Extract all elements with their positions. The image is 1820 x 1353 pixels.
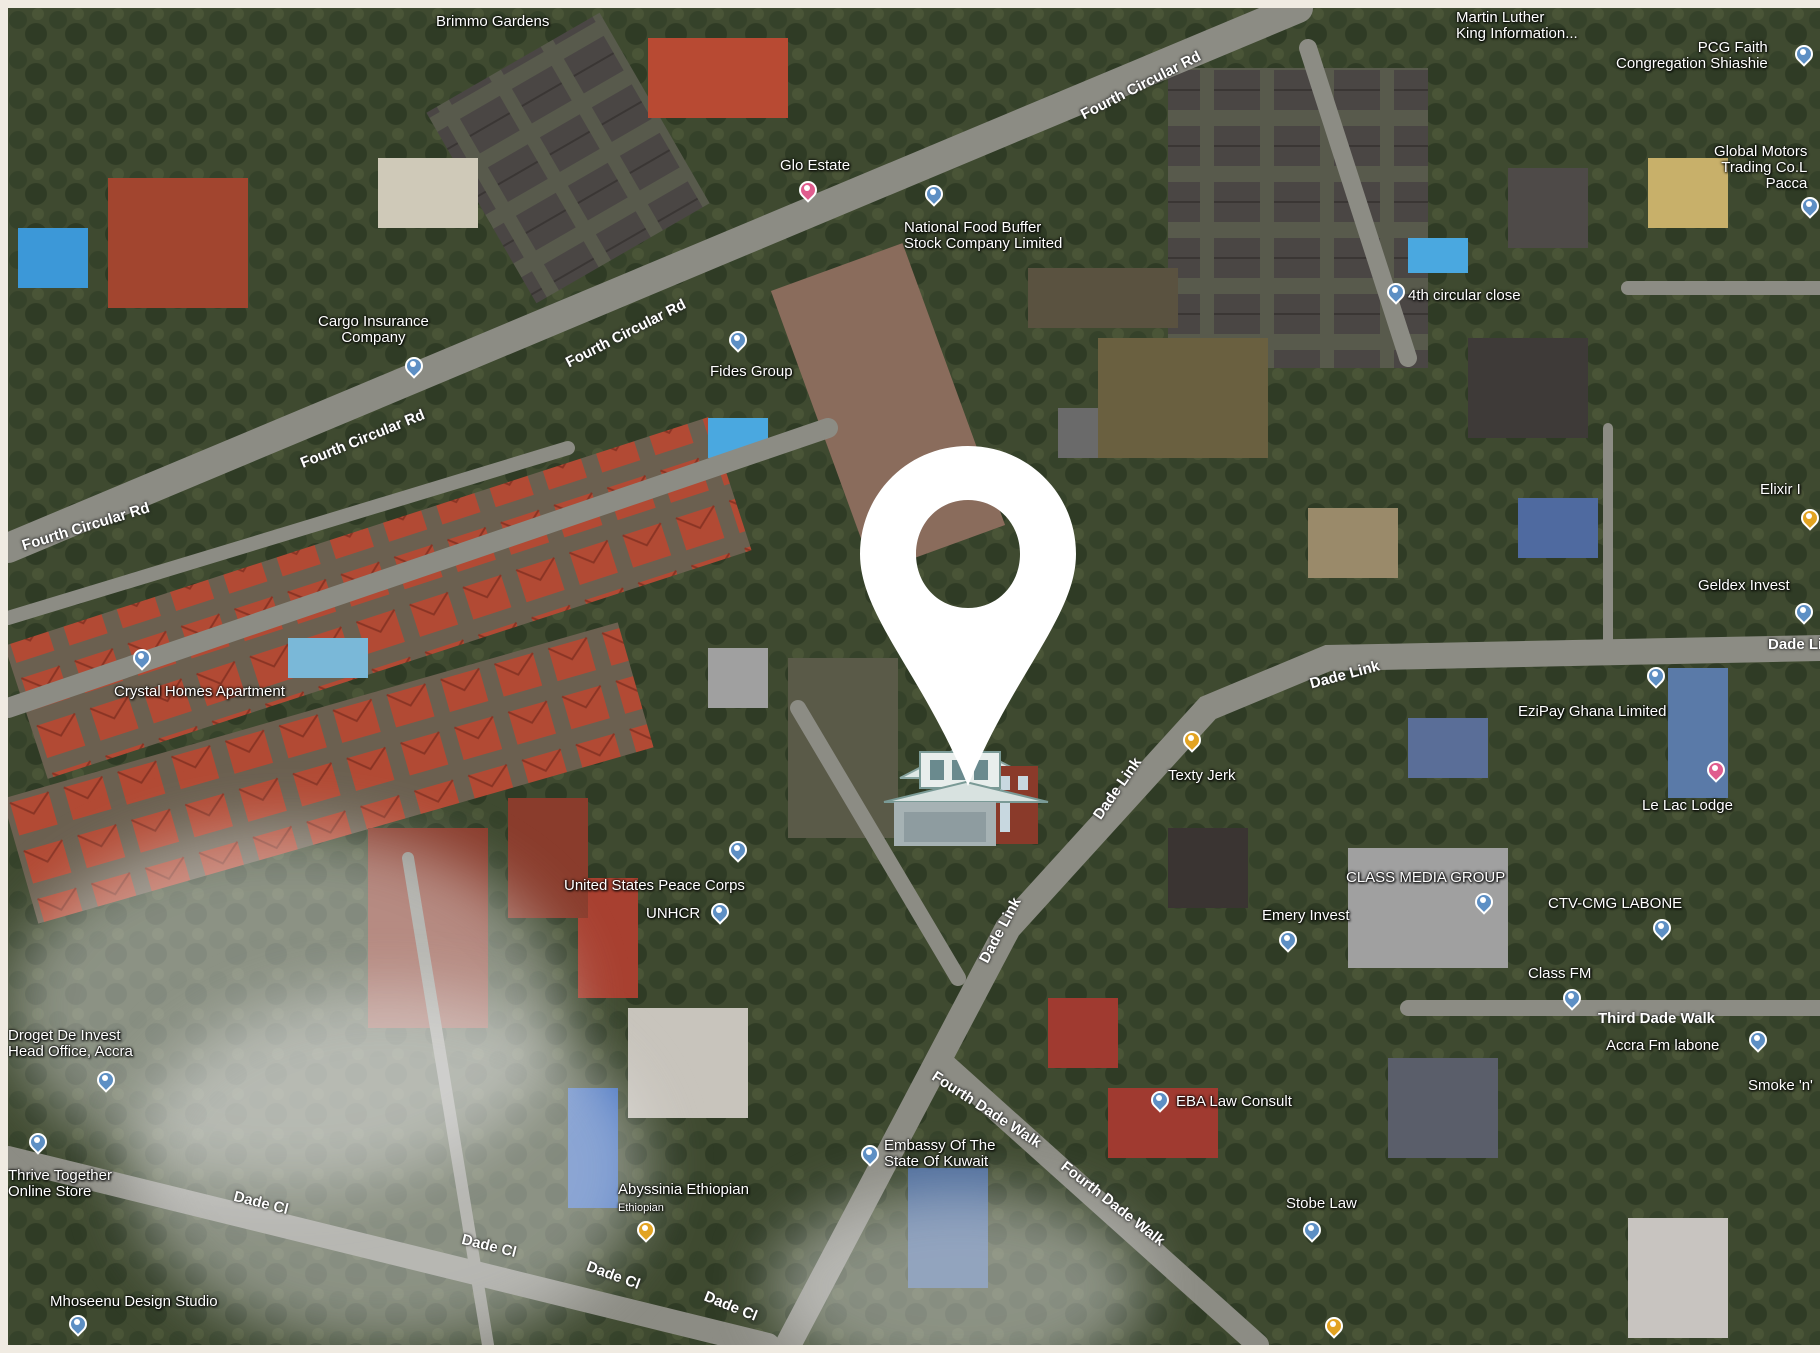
place-pin-icon[interactable] — [725, 837, 751, 864]
map-view[interactable]: Fourth Circular Rd Fourth Circular Rd Fo… — [8, 8, 1820, 1345]
place-label[interactable]: Geldex Invest — [1698, 577, 1790, 594]
place-label[interactable]: National Food Buffer Stock Company Limit… — [904, 219, 1063, 252]
place-pin-icon[interactable] — [1649, 915, 1675, 942]
road-label-dade-link: Dade Li — [1768, 636, 1820, 653]
place-pin-icon[interactable] — [401, 353, 427, 380]
place-label[interactable]: United States Peace Corps — [564, 877, 745, 894]
place-label[interactable]: UNHCR — [646, 905, 701, 922]
place-pin-icon[interactable] — [1383, 279, 1409, 306]
cloud-haze — [8, 828, 568, 1188]
place-label[interactable]: Le Lac Lodge — [1642, 797, 1733, 814]
place-label[interactable]: Droget De Invest Head Office, Accra — [8, 1027, 133, 1060]
place-pin-icon[interactable] — [707, 899, 733, 926]
place-label[interactable]: Martin Luther King Information... — [1456, 9, 1578, 42]
place-label[interactable]: CTV-CMG LABONE — [1548, 895, 1683, 912]
place-pin-icon[interactable] — [129, 645, 155, 672]
place-pin-icon[interactable] — [1791, 599, 1817, 626]
house-icon[interactable] — [880, 732, 1052, 850]
place-label[interactable]: CLASS MEDIA GROUP — [1346, 869, 1506, 886]
place-label[interactable]: Brimmo Gardens — [436, 13, 550, 30]
place-pin-icon[interactable] — [921, 181, 947, 208]
place-sublabel: Ethiopian — [618, 1202, 664, 1214]
place-pin-icon[interactable] — [1321, 1313, 1347, 1340]
place-label[interactable]: EziPay Ghana Limited — [1518, 703, 1667, 720]
place-pin-icon[interactable] — [633, 1217, 659, 1244]
place-label[interactable]: Global Motors Trading Co.L Pacca — [1714, 143, 1808, 192]
place-label[interactable]: Cargo Insurance Company — [318, 313, 429, 346]
place-label[interactable]: Fides Group — [710, 363, 793, 380]
place-pin-icon[interactable] — [65, 1311, 91, 1338]
place-label[interactable]: Elixir I — [1760, 481, 1801, 498]
place-pin-icon[interactable] — [1147, 1087, 1173, 1114]
place-pin-icon[interactable] — [1745, 1027, 1771, 1054]
place-label[interactable]: Crystal Homes Apartment — [114, 683, 285, 700]
map-pin-icon[interactable] — [860, 446, 1076, 786]
place-label[interactable]: Texty Jerk — [1168, 767, 1236, 784]
place-pin-icon[interactable] — [93, 1067, 119, 1094]
place-label[interactable]: Emery Invest — [1262, 907, 1350, 924]
place-label[interactable]: EBA Law Consult — [1176, 1093, 1292, 1110]
place-pin-icon[interactable] — [725, 327, 751, 354]
place-label[interactable]: PCG Faith Congregation Shiashie — [1616, 39, 1768, 72]
place-label[interactable]: Glo Estate — [780, 157, 851, 174]
place-pin-icon[interactable] — [1471, 889, 1497, 916]
place-label[interactable]: Class FM — [1528, 965, 1592, 982]
cloud-haze — [128, 988, 648, 1345]
place-pin-icon[interactable] — [1275, 927, 1301, 954]
place-label[interactable]: Stobe Law — [1286, 1195, 1357, 1212]
place-pin-icon[interactable] — [1299, 1217, 1325, 1244]
cloud-haze — [768, 1188, 1148, 1345]
place-pin-icon[interactable] — [1791, 41, 1817, 68]
place-pin-icon[interactable] — [1797, 193, 1820, 220]
place-label[interactable]: Embassy Of The State Of Kuwait — [884, 1137, 996, 1170]
place-pin-icon[interactable] — [25, 1129, 51, 1156]
road-label-third-dade-walk: Third Dade Walk — [1598, 1010, 1715, 1027]
place-pin-icon[interactable] — [1797, 505, 1820, 532]
place-label[interactable]: Accra Fm labone — [1606, 1037, 1720, 1054]
satellite-imagery — [8, 8, 1820, 1345]
place-pin-icon[interactable] — [857, 1141, 883, 1168]
place-pin-icon[interactable] — [1643, 663, 1669, 690]
place-pin-icon[interactable] — [1559, 985, 1585, 1012]
place-label[interactable]: Thrive Together Online Store — [8, 1167, 112, 1200]
place-pin-icon[interactable] — [1703, 757, 1729, 784]
place-label[interactable]: Smoke 'n' — [1748, 1077, 1813, 1094]
place-pin-icon[interactable] — [795, 177, 821, 204]
place-label[interactable]: 4th circular close — [1408, 287, 1521, 304]
place-pin-icon[interactable] — [1179, 727, 1205, 754]
place-label[interactable]: Mhoseenu Design Studio — [50, 1293, 218, 1310]
place-label[interactable]: Abyssinia Ethiopian — [618, 1181, 749, 1198]
